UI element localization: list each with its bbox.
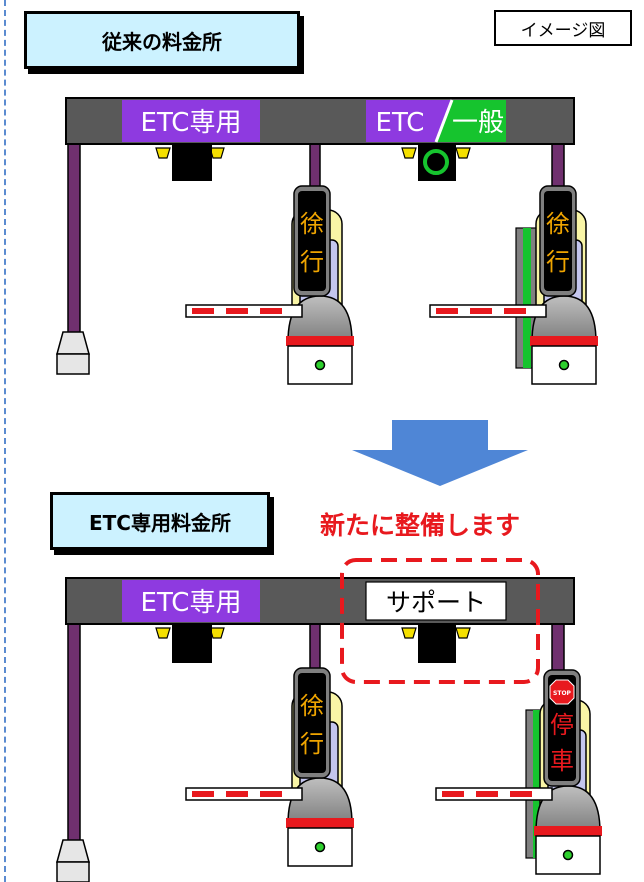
gate-barrier bbox=[435, 787, 553, 801]
support-sign bbox=[365, 581, 507, 621]
etc-general-sign-etc: ETC bbox=[376, 108, 425, 138]
signal-box bbox=[539, 185, 577, 297]
lamp-icon bbox=[401, 627, 417, 639]
lamp-icon bbox=[455, 147, 471, 159]
etc-only-sign-text: ETC専用 bbox=[141, 588, 242, 618]
etc-general-sign-general: 一般 bbox=[452, 108, 504, 138]
gate-barrier bbox=[429, 304, 547, 318]
post bbox=[551, 621, 565, 677]
post-foot bbox=[56, 839, 90, 882]
down-arrow-icon bbox=[352, 420, 528, 486]
etc-only-tollgate: ETC専用 サポート 徐 行 STOP 停 車 bbox=[56, 558, 603, 882]
signal-char: 徐 bbox=[300, 692, 324, 720]
support-sign-text: サポート bbox=[386, 588, 486, 617]
signal-box bbox=[293, 185, 331, 297]
signal-char: 徐 bbox=[546, 210, 570, 238]
post bbox=[67, 621, 81, 845]
gate-barrier bbox=[185, 304, 303, 318]
lamp-icon bbox=[209, 147, 225, 159]
green-ring-icon bbox=[423, 149, 449, 175]
support-antenna bbox=[418, 623, 456, 663]
signal-char: 停 bbox=[550, 711, 574, 739]
signal-char: 行 bbox=[546, 248, 570, 276]
lamp-icon bbox=[155, 627, 171, 639]
signal-char: 行 bbox=[300, 248, 324, 276]
etc-antenna bbox=[172, 623, 212, 663]
stop-sign-text: STOP bbox=[553, 690, 572, 697]
gate-barrier bbox=[185, 787, 303, 801]
signal-char: 行 bbox=[300, 730, 324, 758]
post-foot bbox=[56, 331, 90, 375]
conventional-tollgate-label: 従来の料金所 bbox=[24, 11, 300, 69]
highlight-dashed-box bbox=[340, 558, 540, 684]
etc-only-tollgate-label: ETC専用料金所 bbox=[50, 492, 270, 550]
post bbox=[67, 141, 81, 339]
stop-sign-icon bbox=[549, 679, 575, 705]
lamp-icon bbox=[155, 147, 171, 159]
newly-installed-note: 新たに整備します bbox=[320, 511, 521, 540]
lamp-icon bbox=[209, 627, 225, 639]
signal-box bbox=[293, 667, 331, 779]
signal-char: 徐 bbox=[300, 210, 324, 238]
conventional-tollgate: ETC専用 ETC 一般 徐 行 徐 行 bbox=[56, 97, 599, 385]
page-border-dashed bbox=[4, 0, 6, 882]
etc-only-sign bbox=[122, 580, 260, 622]
signal-char: 車 bbox=[550, 747, 574, 775]
etc-general-sign-green bbox=[436, 100, 506, 142]
etc-only-sign bbox=[122, 100, 260, 142]
etc-only-sign-text: ETC専用 bbox=[141, 108, 242, 138]
etc-antenna bbox=[172, 143, 212, 181]
lamp-icon bbox=[401, 147, 417, 159]
lamp-icon bbox=[455, 627, 471, 639]
image-diagram-badge: イメージ図 bbox=[494, 10, 632, 46]
